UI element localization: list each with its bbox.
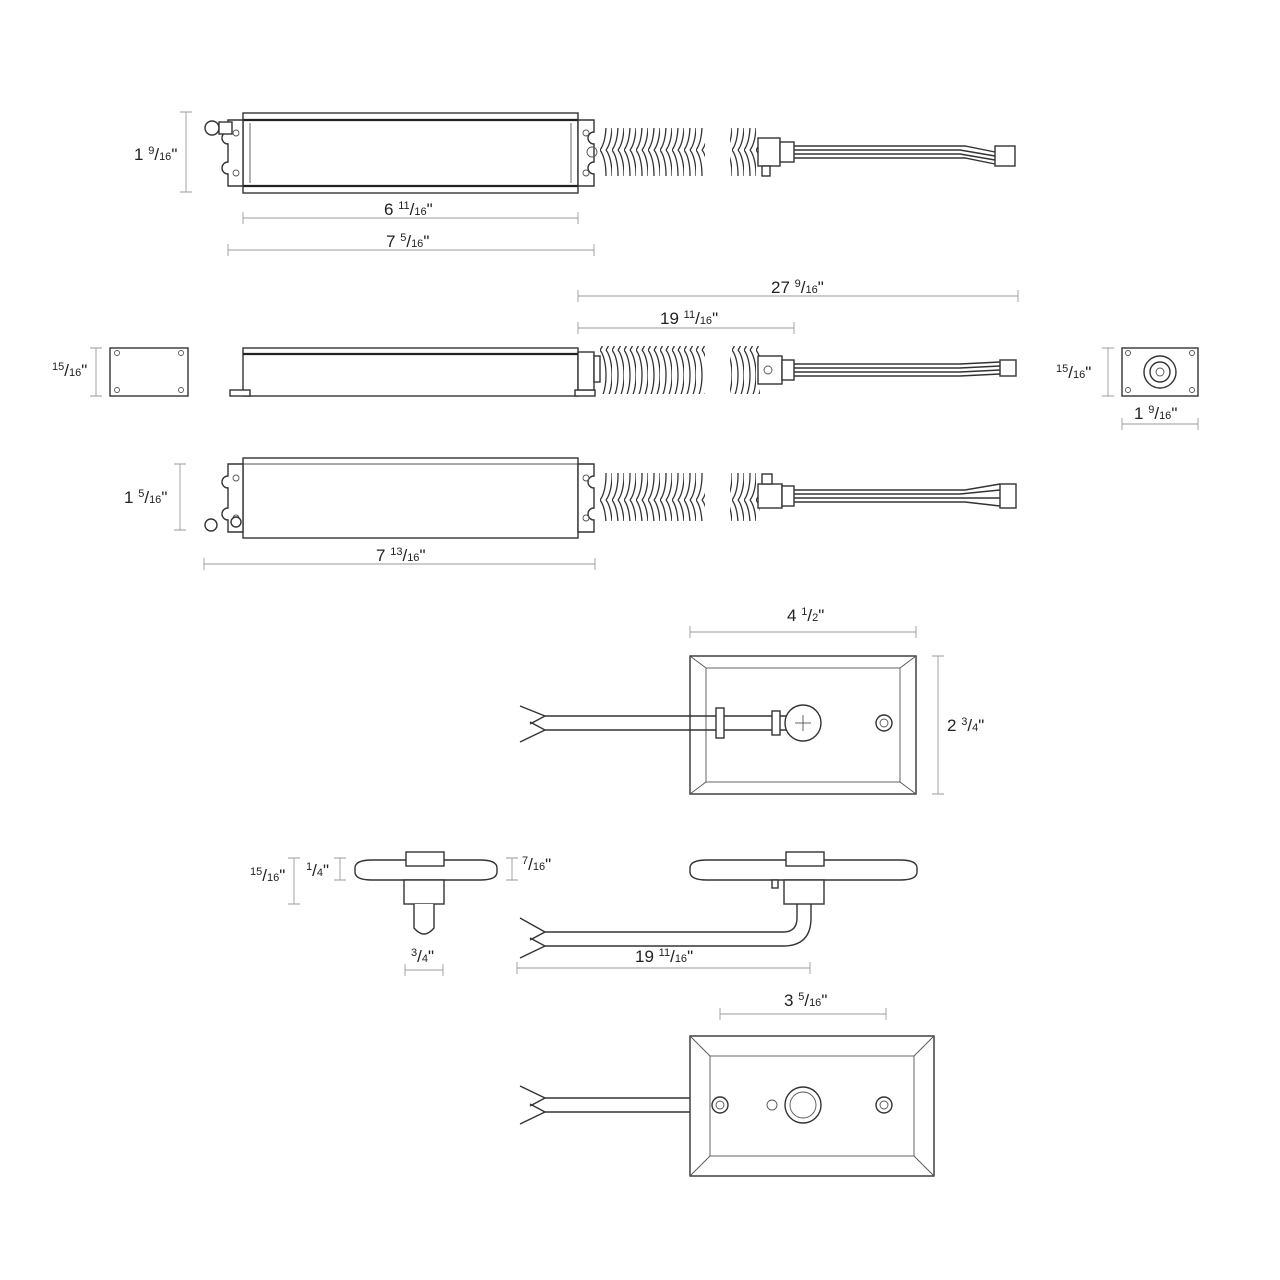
- small-plate-front-view: [519, 1035, 935, 1177]
- wall-plate-front-view: [519, 655, 917, 795]
- dim-end-right-height: 15/16": [1056, 363, 1091, 382]
- dim-small-plate-width: 3 5/16": [784, 991, 827, 1010]
- driver-front-view: [229, 346, 1017, 397]
- dim-plate-width: 4 1/2": [787, 606, 824, 625]
- dim-end-right-width: 1 9/16": [1134, 404, 1177, 423]
- dim-bottom-height: 1 5/16": [124, 488, 167, 507]
- dim-plate-height: 2 3/4": [947, 716, 984, 735]
- dim-end-left-height: 15/16": [52, 361, 87, 380]
- dimension-lines-front: [90, 290, 1199, 430]
- driver-top-view: [204, 112, 1016, 194]
- dimension-lines-plate: [689, 626, 944, 795]
- plate-side-profile-left: [354, 851, 498, 935]
- plate-side-profile-right: [519, 851, 918, 959]
- dim-top-height: 1 9/16": [134, 145, 177, 164]
- dimension-labels: 1 9/16" 6 11/16" 7 5/16" 27 9/16" 19 11/…: [52, 145, 1177, 1010]
- dim-top-body-length: 6 11/16": [384, 200, 433, 219]
- driver-bottom-view: [204, 457, 1017, 539]
- dimension-lines-top: [180, 111, 595, 256]
- dim-bottom-length: 7 13/16": [376, 546, 425, 565]
- dim-cable-length: 19 11/16": [660, 309, 718, 328]
- dim-side-stem: 3/4": [411, 947, 434, 966]
- dimension-lines-bottom: [174, 463, 596, 570]
- dimension-lines-small-plate: [719, 1008, 887, 1020]
- dim-side-total-height: 15/16": [250, 866, 285, 885]
- end-view-left: [109, 347, 189, 397]
- dimension-lines-side: [288, 857, 811, 976]
- dim-overall-length: 27 9/16": [771, 278, 824, 297]
- dim-side-cable-length: 19 11/16": [635, 947, 693, 966]
- dim-side-flange: 1/4": [306, 861, 329, 880]
- dim-side-depth: 7/16": [522, 855, 551, 874]
- end-view-right: [1121, 347, 1199, 397]
- dim-top-total-length: 7 5/16": [386, 232, 429, 251]
